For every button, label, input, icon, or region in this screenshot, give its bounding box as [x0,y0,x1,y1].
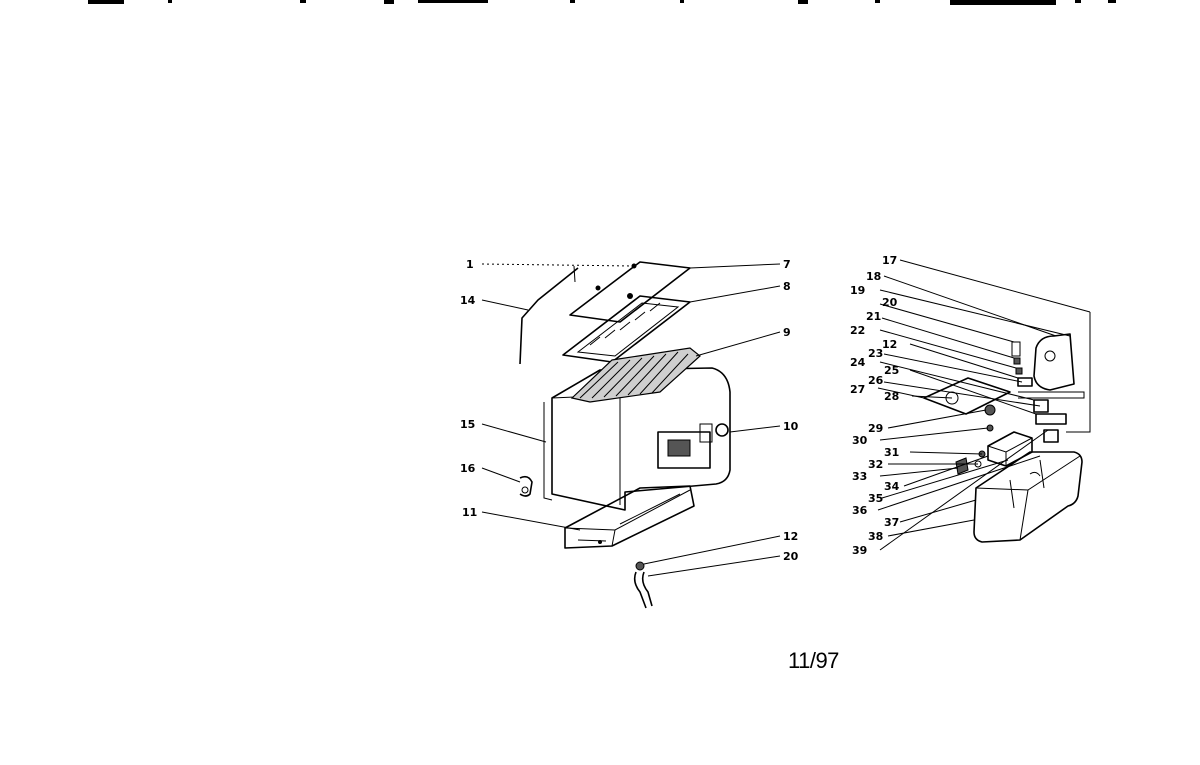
part-12-nozzle [635,561,645,571]
callout-31: 31 [884,446,899,459]
callout-19: 19 [850,284,865,297]
callout-35: 35 [868,492,883,505]
callout-labels: 1 7 8 9 10 11 12 14 15 16 20 17 18 19 20… [460,254,900,563]
part-14-rod [519,267,579,365]
callout-21: 21 [866,310,881,323]
callout-18: 18 [866,270,881,283]
callout-12-right: 12 [882,338,897,351]
callout-36: 36 [852,504,868,517]
callout-25-upper: 25 [884,364,899,377]
part-15-housing [551,367,731,511]
callout-12-left: 12 [783,530,798,543]
revision-date: 11/97 [788,648,839,673]
callout-11: 11 [462,506,477,519]
callout-22: 22 [850,324,865,337]
callout-24: 24 [850,356,866,369]
callout-17: 17 [882,254,897,267]
callout-16: 16 [460,462,476,475]
water-tank [973,451,1083,543]
callout-1: 1 [466,258,474,271]
callout-20-right: 20 [882,296,898,309]
callout-10: 10 [783,420,799,433]
callout-7: 7 [783,258,791,271]
callout-33: 33 [852,470,867,483]
callout-23: 23 [868,347,883,360]
motor-housing [1033,333,1075,391]
part-16-clip [519,475,533,497]
callout-29: 29 [868,422,883,435]
callout-30: 30 [852,434,868,447]
part-20-tube [633,571,653,609]
callout-20-left: 20 [783,550,799,563]
callout-8: 8 [783,280,791,293]
callout-26: 26 [868,374,884,387]
callout-14: 14 [460,294,476,307]
callout-27: 27 [850,383,865,396]
callout-32: 32 [868,458,883,471]
right-assembly [923,312,1091,543]
left-assembly [519,261,731,609]
scan-artifact-top-edge [88,0,1116,5]
part-7-top-cover [569,261,691,323]
callout-39: 39 [852,544,867,557]
right-leader-lines [877,259,1091,551]
callout-9: 9 [783,326,791,339]
left-leader-lines [481,263,781,577]
callout-34: 34 [884,480,900,493]
part-11-base-tray [564,485,695,549]
callout-38: 38 [868,530,883,543]
callout-15: 15 [460,418,475,431]
part-10-control-panel [657,431,711,469]
callout-37: 37 [884,516,899,529]
callout-28: 28 [884,390,899,403]
